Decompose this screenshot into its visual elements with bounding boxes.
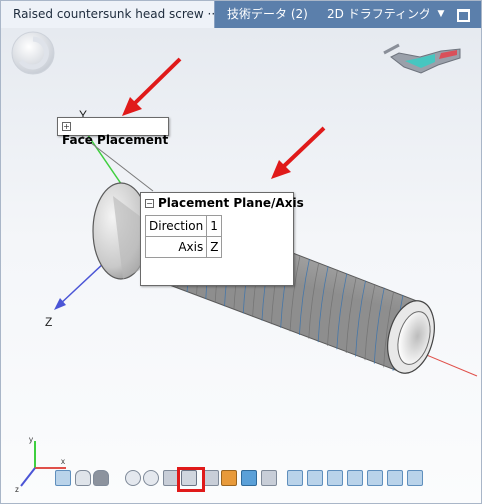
view-bottom-icon[interactable] [387,470,403,486]
placement-table: Direction 1 Axis Z [144,215,223,258]
direction-label: Direction [144,215,208,237]
box-view-icon[interactable] [261,470,277,486]
placement-plane-axis-callout[interactable]: −Placement Plane/Axis Direction 1 Axis Z [140,192,304,286]
tab-bar: Raised countersunk head screw ··· 技術データ … [1,1,481,28]
thread-line [373,287,385,364]
y-axis-line [80,124,127,192]
thread-line [355,280,366,357]
view-iso-icon[interactable] [347,470,363,486]
thread-line [345,276,357,354]
wireframe-icon[interactable] [203,470,219,486]
thread-line [299,258,310,336]
collapse-icon[interactable]: + [62,122,71,131]
zoom-icon[interactable] [125,470,141,486]
thread-line [289,255,301,332]
plane-axis-line [72,128,154,192]
shade-icon[interactable] [221,470,237,486]
z-axis-arrowhead [54,298,66,310]
dropdown-arrow-icon[interactable]: ▼ [437,9,445,19]
tab-raised-countersunk-head-screw[interactable]: Raised countersunk head screw ··· [1,1,215,28]
view-box-icon[interactable] [55,470,71,486]
axis-value[interactable]: Z [206,236,223,258]
triad-y-label: y [29,435,33,444]
thread-line [364,284,376,361]
direction-value[interactable]: 1 [206,215,223,237]
thread-line [383,291,395,368]
view-back-icon[interactable] [367,470,383,486]
orbit-icon[interactable] [143,470,159,486]
screw-shaft-end [387,300,435,374]
collapse-icon[interactable]: − [145,199,154,208]
thread-line [336,273,348,350]
section-plane-icon[interactable] [181,470,197,486]
triad-z-label: z [15,485,19,494]
y-axis-label: Y [79,108,87,122]
thread-line [327,269,338,346]
tab-2d-drafting[interactable]: 2D ドラフティング [327,7,429,21]
face-placement-callout[interactable]: + Face Placement [57,117,169,147]
view-top-icon[interactable] [307,470,323,486]
table-row: Axis Z [144,236,223,258]
axis-label: Axis [144,236,208,258]
thread-line [317,266,329,343]
placement-plane-title: Placement Plane/Axis [158,196,304,210]
3d-viewport[interactable]: Y Z y x z + Face Placement −Placement Pla… [1,28,481,503]
shade-edges-icon[interactable] [241,470,257,486]
z-axis-label: Z [45,315,52,329]
highlight-box [177,467,205,492]
tab-technical-data[interactable]: 技術データ (2) [227,7,308,21]
maximize-icon[interactable] [457,9,470,22]
table-row: Direction 1 [144,215,223,237]
view-left-icon[interactable] [407,470,423,486]
view-right-icon[interactable] [327,470,343,486]
triad-x-label: x [61,457,65,466]
3d-glasses-icon[interactable] [383,43,461,74]
red-arrow-pointer [271,126,326,179]
face-placement-title: Face Placement [62,133,169,147]
cylinder-icon[interactable] [75,470,91,486]
red-arrow-pointer [122,57,182,116]
thread-line [308,262,320,339]
cylinder-dark-icon[interactable] [93,470,109,486]
axis-triad-icon: y x z [15,435,66,494]
view-orb-icon[interactable] [11,31,55,75]
view-front-icon[interactable] [287,470,303,486]
